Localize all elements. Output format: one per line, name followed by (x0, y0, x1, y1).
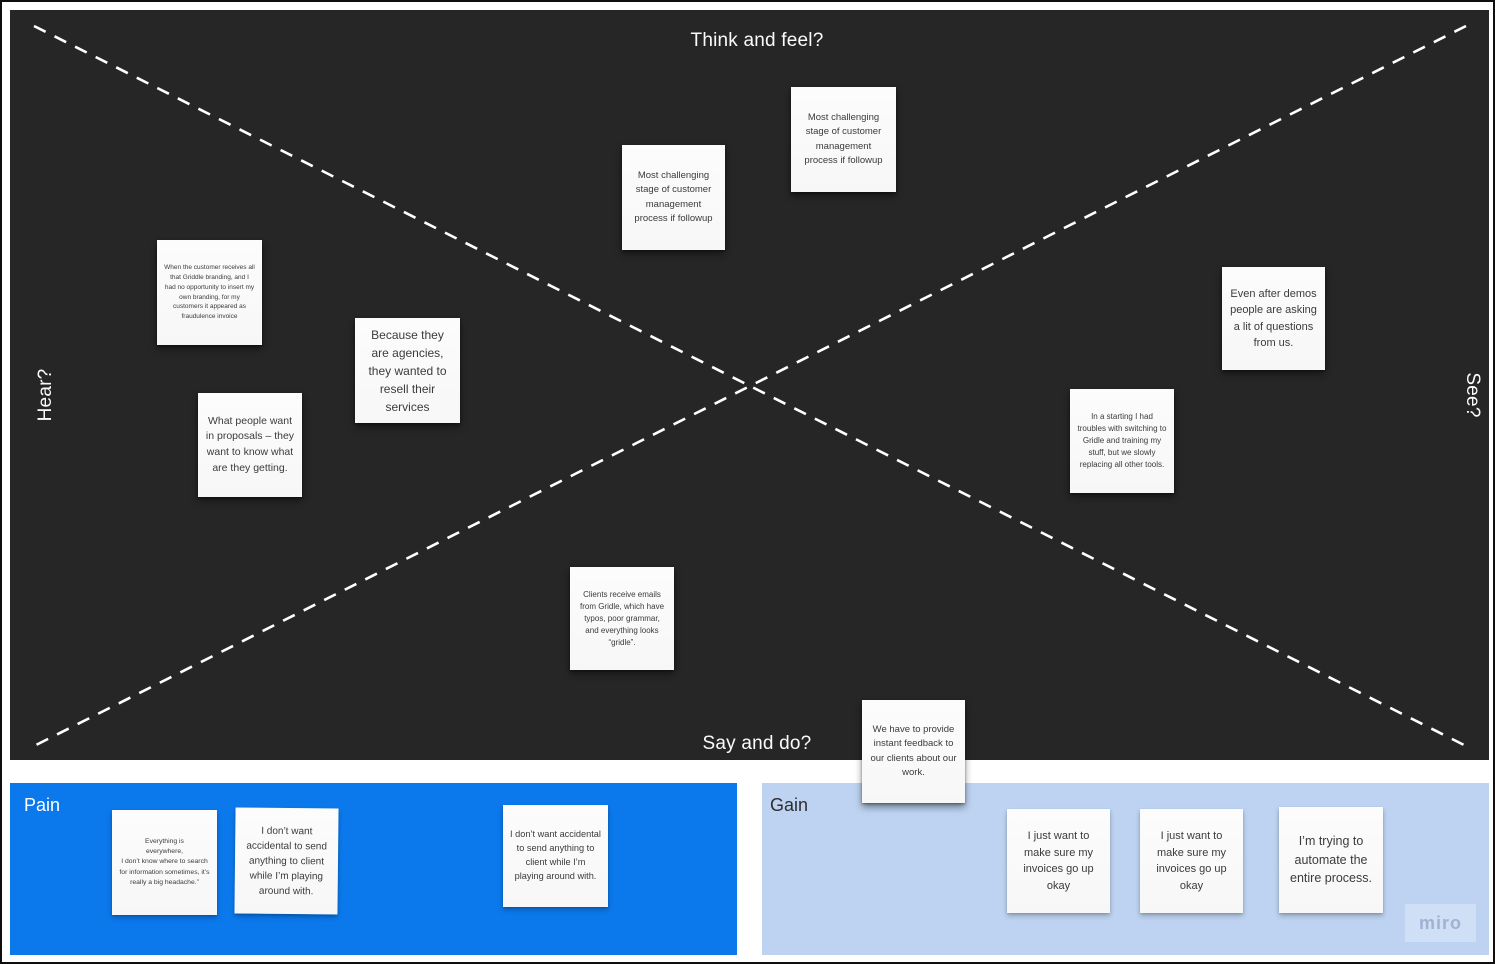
diagonal-dashed-lines (33, 24, 1467, 748)
sticky-note-text: I just want to make sure my invoices go … (1023, 830, 1094, 892)
sticky-note-text: What people want in proposals – they wan… (205, 414, 295, 474)
sticky-note-text: I’m trying to automate the entire proces… (1290, 833, 1372, 886)
sticky-note-challenging-stage-1[interactable]: Most challenging stage of customer manag… (622, 145, 725, 250)
miro-watermark-text: miro (1418, 912, 1462, 933)
quadrant-label-see: See? (1462, 372, 1483, 418)
quadrant-label-say-and-do: Say and do? (702, 733, 812, 754)
sticky-note-agencies-resell[interactable]: Because they are agencies, they wanted t… (355, 318, 460, 423)
sticky-note-text: Because they are agencies, they wanted t… (368, 327, 447, 414)
sticky-note-challenging-stage-2[interactable]: Most challenging stage of customer manag… (791, 87, 896, 192)
sticky-note-everything-everywhere[interactable]: Everything is everywhere, I don’t know w… (112, 810, 217, 915)
quadrant-label-hear: Hear? (35, 368, 56, 422)
sticky-note-text: I don’t want accidental to send anything… (510, 829, 601, 881)
sticky-note-text: We have to provide instant feedback to o… (870, 724, 957, 778)
sticky-note-switching-troubles[interactable]: In a starting I had troubles with switch… (1070, 389, 1174, 493)
sticky-note-griddle-branding[interactable]: When the customer receives all that Grid… (157, 240, 262, 345)
sticky-note-text: Everything is everywhere, I don’t know w… (119, 838, 210, 886)
sticky-note-instant-feedback[interactable]: We have to provide instant feedback to o… (862, 700, 965, 803)
miro-watermark: miro (1405, 904, 1476, 942)
sticky-note-text: I just want to make sure my invoices go … (1156, 830, 1227, 892)
quadrant-label-think-and-feel: Think and feel? (690, 30, 824, 51)
sticky-note-text: I don’t want accidental to send anything… (246, 825, 328, 897)
sticky-note-text: When the customer receives all that Grid… (164, 264, 255, 320)
sticky-note-automate-process[interactable]: I’m trying to automate the entire proces… (1279, 807, 1383, 913)
pain-section-label: Pain (24, 795, 61, 815)
sticky-note-text: In a starting I had troubles with switch… (1077, 412, 1167, 469)
sticky-note-demos-questions[interactable]: Even after demos people are asking a lit… (1222, 267, 1325, 370)
gain-section-label: Gain (770, 795, 809, 815)
sticky-note-proposals[interactable]: What people want in proposals – they wan… (198, 393, 302, 497)
sticky-note-invoices-okay-2[interactable]: I just want to make sure my invoices go … (1140, 809, 1243, 913)
sticky-note-text: Most challenging stage of customer manag… (804, 112, 883, 166)
sticky-note-text: Even after demos people are asking a lit… (1230, 287, 1317, 350)
sticky-note-accidental-send-1[interactable]: I don’t want accidental to send anything… (234, 807, 339, 915)
sticky-note-gridle-emails[interactable]: Clients receive emails from Gridle, whic… (570, 567, 674, 670)
sticky-note-accidental-send-2[interactable]: I don’t want accidental to send anything… (503, 805, 608, 907)
sticky-note-text: Clients receive emails from Gridle, whic… (579, 589, 665, 647)
sticky-note-text: Most challenging stage of customer manag… (634, 170, 713, 224)
sticky-note-invoices-okay-1[interactable]: I just want to make sure my invoices go … (1007, 809, 1110, 913)
empathy-map-panel[interactable]: Think and feel? Hear? See? Say and do? (10, 10, 1489, 760)
